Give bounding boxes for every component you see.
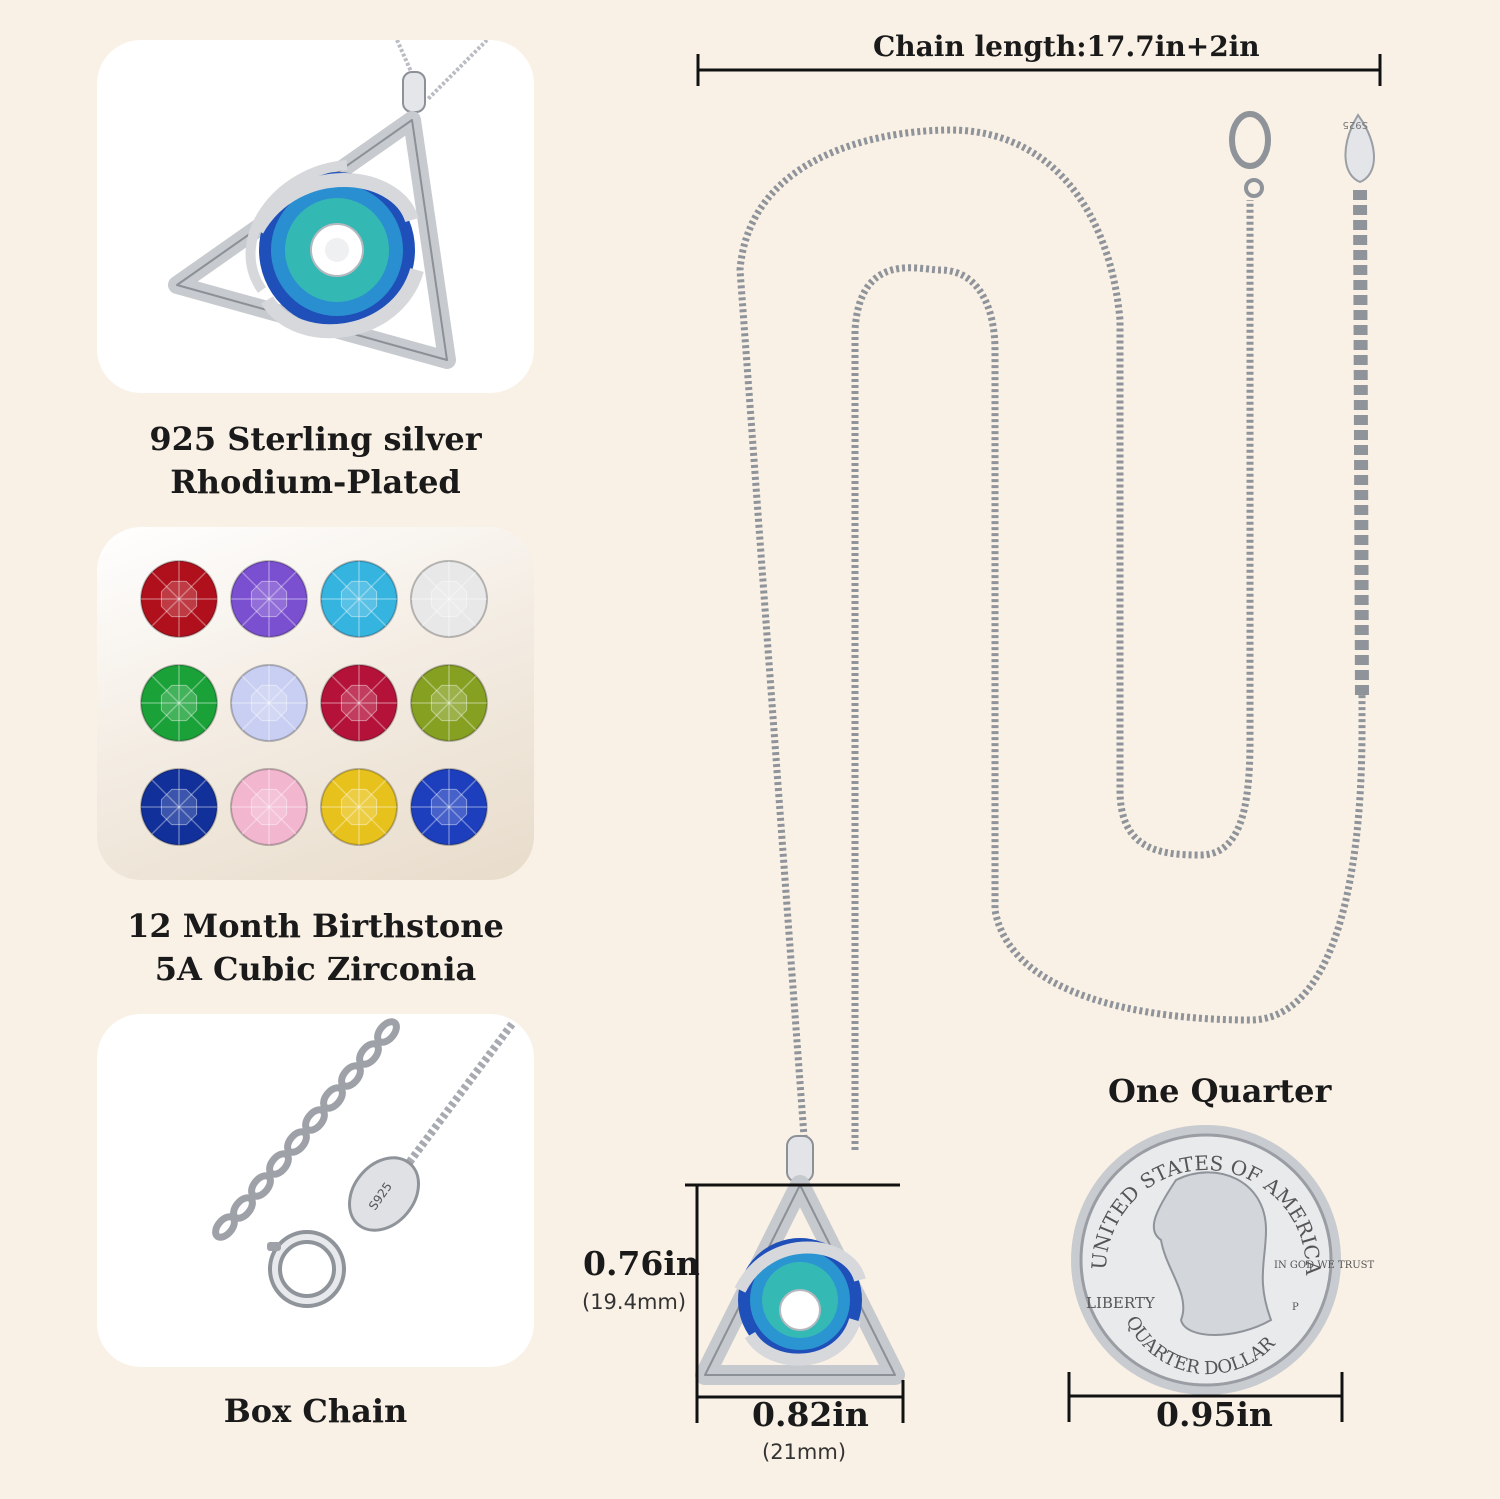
birthstone-9 — [140, 768, 218, 846]
quarter-title: One Quarter — [1108, 1072, 1332, 1110]
birthstone-10 — [230, 768, 308, 846]
pendant-image — [695, 1135, 905, 1385]
quarter-coin-image: UNITED STATES OF AMERICA QUARTER DOLLAR … — [1071, 1125, 1374, 1395]
chain-type-line-1: Box Chain — [223, 1392, 408, 1430]
quarter-mint-mark: P — [1292, 1302, 1299, 1313]
quarter-motto: IN GOD WE TRUST — [1274, 1260, 1374, 1271]
birthstone-caption: 12 Month Birthstone 5A Cubic Zirconia — [97, 905, 534, 991]
lobster-clasp — [1229, 111, 1271, 198]
material-caption: 925 Sterling silver Rhodium-Plated — [97, 418, 534, 504]
chain-type-caption: Box Chain — [97, 1390, 534, 1433]
pendant-dimension-lines — [685, 1183, 905, 1423]
material-line-2: Rhodium-Plated — [170, 463, 461, 501]
birthstone-8 — [410, 664, 488, 742]
birthstone-12 — [410, 768, 488, 846]
pendant-height-in: 0.76in — [583, 1244, 700, 1283]
pendant-height-mm: (19.4mm) — [582, 1290, 687, 1314]
quarter-width-in: 0.95in — [1156, 1395, 1273, 1434]
birthstone-7 — [320, 664, 398, 742]
quarter-liberty: LIBERTY — [1086, 1294, 1156, 1312]
birthstone-grid — [140, 560, 488, 846]
chain-length-label: Chain length:17.7in+2in — [873, 30, 1260, 63]
clasp-photo-card: S925 — [97, 1014, 534, 1367]
birthstone-4 — [410, 560, 488, 638]
birthstone-photo-card — [97, 527, 534, 880]
birthstone-line-1: 12 Month Birthstone — [127, 907, 504, 945]
quarter-dimension-line — [1067, 1372, 1344, 1422]
pendant-width-in: 0.82in — [752, 1395, 869, 1434]
birthstone-line-2: 5A Cubic Zirconia — [154, 950, 477, 988]
extension-tag-stamp: S925 — [1343, 119, 1368, 130]
birthstone-1 — [140, 560, 218, 638]
clasp-closeup-image: S925 — [212, 1018, 516, 1308]
chain-length-dimension-line — [696, 54, 1382, 86]
birthstone-3 — [320, 560, 398, 638]
birthstone-5 — [140, 664, 218, 742]
pendant-width-mm: (21mm) — [762, 1440, 847, 1464]
material-line-1: 925 Sterling silver — [149, 420, 482, 458]
birthstone-6 — [230, 664, 308, 742]
necklace-chain-image: S925 — [736, 111, 1375, 1151]
birthstone-11 — [320, 768, 398, 846]
birthstone-2 — [230, 560, 308, 638]
pendant-photo-card — [97, 40, 534, 393]
pendant-closeup-image — [168, 40, 489, 369]
